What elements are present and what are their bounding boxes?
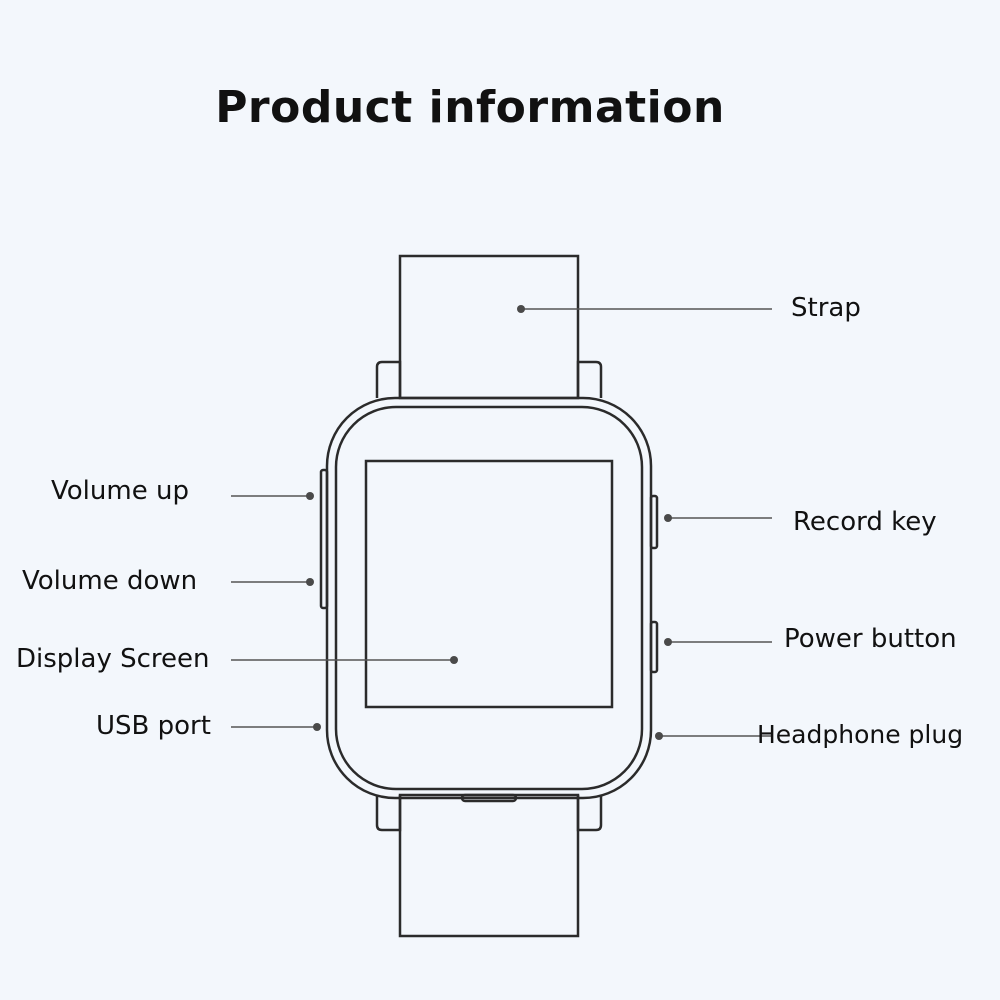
page-title: Product information — [215, 82, 725, 133]
label-usb-port: USB port — [96, 711, 211, 741]
label-power-button: Power button — [784, 624, 957, 654]
watch-case-inner — [334, 405, 644, 791]
bottom-lug-left — [375, 795, 402, 832]
dot-strap — [517, 305, 525, 313]
top-lug-left — [375, 360, 402, 398]
volume-button — [319, 468, 329, 610]
dot-volume-down — [306, 578, 314, 586]
dot-record-key — [664, 514, 672, 522]
dot-volume-up — [306, 492, 314, 500]
top-lug-right — [576, 360, 603, 398]
power-button — [649, 620, 659, 674]
dot-headphone-plug — [655, 732, 663, 740]
bottom-lug-right — [576, 795, 603, 832]
top-strap — [398, 254, 580, 400]
label-volume-down: Volume down — [22, 566, 198, 596]
dot-power-button — [664, 638, 672, 646]
label-display-screen: Display Screen — [16, 644, 210, 674]
record-key-button — [649, 494, 659, 550]
display-screen — [364, 459, 614, 709]
label-volume-up: Volume up — [51, 476, 189, 506]
label-headphone-plug: Headphone plug — [757, 720, 964, 749]
label-strap: Strap — [791, 293, 861, 323]
dot-display-screen — [450, 656, 458, 664]
dot-usb-port — [313, 723, 321, 731]
label-record-key: Record key — [793, 507, 937, 537]
bottom-slot — [460, 793, 518, 803]
watch-case-outer — [325, 396, 653, 800]
bottom-strap — [398, 793, 580, 938]
